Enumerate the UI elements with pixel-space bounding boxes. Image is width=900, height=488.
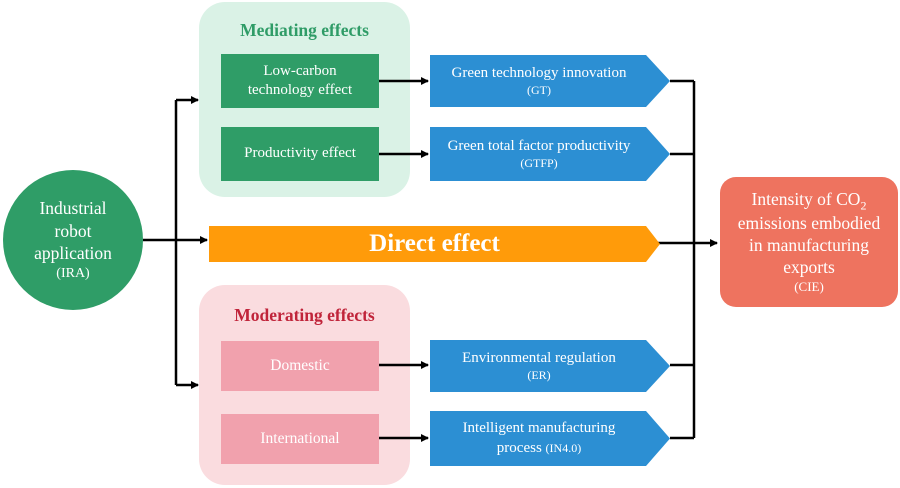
productivity-effect-label: Productivity effect xyxy=(244,145,356,162)
mediating-effects-title: Mediating effects xyxy=(240,20,369,40)
gt-abbr: (GT) xyxy=(527,82,551,97)
low-carbon-line-2: technology effect xyxy=(247,82,353,98)
cie-co2-subscript: 2 xyxy=(860,198,867,213)
in40-box: Intelligent manufacturing process (IN4.0… xyxy=(430,411,670,466)
in40-abbr: (IN4.0) xyxy=(545,440,582,455)
cie-abbr: (CIE) xyxy=(794,278,824,294)
ira-label-line-2: robot xyxy=(54,220,92,241)
er-abbr: (ER) xyxy=(527,367,551,382)
domestic-label: Domestic xyxy=(270,357,330,374)
gtfp-label: Green total factor productivity xyxy=(447,137,631,154)
ira-node: Industrial robot application (IRA) xyxy=(3,170,143,310)
ira-label-line-1: Industrial xyxy=(39,198,107,219)
cie-line-4: exports xyxy=(783,257,835,278)
cie-line-2: emissions embodied xyxy=(737,213,881,234)
direct-effect-label: Direct effect xyxy=(369,230,500,257)
domestic-box: Domestic xyxy=(221,341,379,391)
ira-label-line-3: application xyxy=(34,243,112,264)
gtfp-abbr: (GTFP) xyxy=(520,155,558,170)
moderating-effects-title: Moderating effects xyxy=(234,305,375,325)
in40-label-line-2: process xyxy=(496,439,542,456)
low-carbon-line-1: Low-carbon xyxy=(263,62,337,79)
low-carbon-technology-effect-box: Low-carbon technology effect xyxy=(221,54,379,108)
international-label: International xyxy=(260,430,340,447)
direct-effect-band: Direct effect xyxy=(209,226,660,262)
cie-line-3: in manufacturing xyxy=(748,235,870,256)
gtfp-box: Green total factor productivity (GTFP) xyxy=(430,127,670,181)
in40-label-line-1: Intelligent manufacturing xyxy=(462,420,616,437)
productivity-effect-box: Productivity effect xyxy=(221,127,379,181)
cie-line-1-text: Intensity of CO xyxy=(751,188,861,209)
er-box: Environmental regulation (ER) xyxy=(430,340,670,392)
er-label: Environmental regulation xyxy=(462,349,616,366)
gt-label: Green technology innovation xyxy=(451,64,627,81)
international-box: International xyxy=(221,414,379,464)
cie-node: Intensity of CO2 emissions embodied in m… xyxy=(720,177,898,307)
ira-abbr: (IRA) xyxy=(56,265,90,281)
cie-line-1: Intensity of CO2 xyxy=(752,189,867,214)
gt-box: Green technology innovation (GT) xyxy=(430,55,670,107)
